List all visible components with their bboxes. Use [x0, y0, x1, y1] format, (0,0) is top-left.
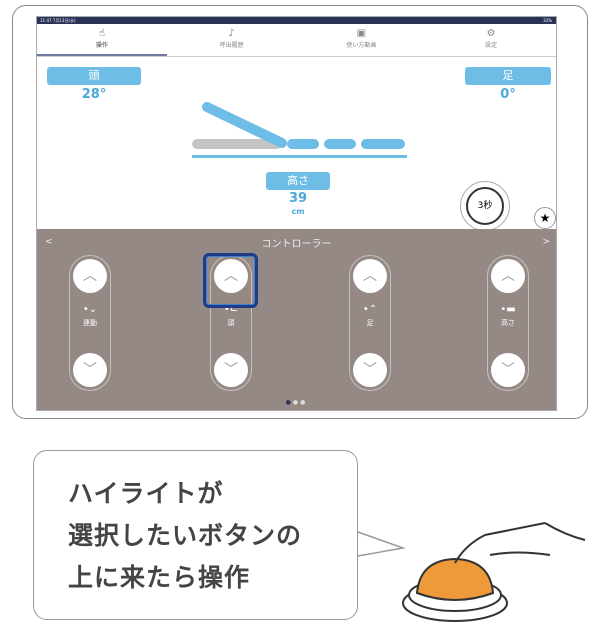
head-bed-icon: •∟ [223, 304, 239, 315]
head-label: 頭 [47, 67, 141, 85]
tab-videos[interactable]: ▣ 使い方動画 [297, 24, 427, 56]
height-bed-icon: •▬ [500, 304, 516, 315]
prev-page-button[interactable]: < [45, 237, 53, 247]
page-indicator: ●●● [285, 399, 308, 406]
control-group-foot: ︿ •⌃ 足 ﹀ [349, 255, 391, 391]
head-up-button[interactable]: ︿ [214, 259, 248, 293]
selection-highlight [203, 253, 258, 308]
height-label: 高さ [266, 172, 330, 190]
controller-title: コントローラー [261, 239, 332, 250]
height-unit: cm [291, 207, 305, 216]
bell-sound-icon: ♪ [228, 28, 235, 39]
group-label: 高さ [501, 319, 515, 327]
foot-label: 足 [465, 67, 551, 85]
tab-operation[interactable]: ☝ 操作 [37, 24, 167, 56]
foot-bed-icon: •⌃ [362, 304, 378, 315]
tab-settings[interactable]: ⚙ 設定 [426, 24, 556, 56]
linked-up-button[interactable]: ︿ [73, 259, 107, 293]
height-down-button[interactable]: ﹀ [491, 353, 525, 387]
foot-down-button[interactable]: ﹀ [353, 353, 387, 387]
battery: 33% [543, 18, 552, 23]
head-angle: 28° [81, 87, 107, 102]
linked-down-button[interactable]: ﹀ [73, 353, 107, 387]
control-group-height: ︿ •▬ 高さ ﹀ [487, 255, 529, 391]
gear-icon: ⚙ [486, 28, 496, 39]
hand-pointer-icon: ☝ [98, 28, 105, 39]
control-group-linked: ︿ •⌄ 連動 ﹀ [69, 255, 111, 391]
tab-label: 呼出履歴 [219, 42, 244, 49]
app-screen: 11:47 7月13日(水) 33% ☝ 操作 ♪ 呼出履歴 ▣ 使い方動画 ⚙ 設定 頭… [36, 16, 557, 411]
foot-angle: 0° [500, 87, 516, 102]
tab-call-history[interactable]: ♪ 呼出履歴 [167, 24, 297, 56]
tab-bar: ☝ 操作 ♪ 呼出履歴 ▣ 使い方動画 ⚙ 設定 [37, 24, 556, 57]
controller-panel: コントローラー < > ︿ •⌄ 連動 ﹀ ︿ •∟ 頭 ﹀ ︿ •⌃ 足 ﹀ ︿ •▬ 高さ ﹀ ●●… [37, 229, 556, 410]
switch-button-illustration [402, 522, 586, 622]
height-value: 39 [288, 191, 308, 206]
foot-up-button[interactable]: ︿ [353, 259, 387, 293]
head-down-button[interactable]: ﹀ [214, 353, 248, 387]
caption-line: 上に来たら操作 [68, 563, 251, 592]
speech-bubble: ハイライトが 選択したいボタンの 上に来たら操作 [33, 450, 358, 620]
control-group-head: ︿ •∟ 頭 ﹀ [210, 255, 252, 391]
tab-label: 操作 [95, 42, 108, 49]
group-label: 頭 [227, 319, 235, 327]
caption-line: 選択したいボタンの [68, 521, 303, 550]
height-up-button[interactable]: ︿ [491, 259, 525, 293]
caption-line: ハイライトが [68, 479, 224, 508]
status-bar: 11:47 7月13日(水) 33% [37, 17, 556, 24]
video-icon: ▣ [356, 28, 367, 39]
group-label: 足 [366, 319, 374, 327]
bubble-tail [357, 531, 406, 557]
bed-illustration [192, 102, 407, 158]
next-page-button[interactable]: > [542, 237, 550, 247]
group-label: 連動 [83, 319, 97, 327]
status-time: 11:47 7月13日(水) [40, 18, 76, 23]
favorite-star-icon[interactable]: ★ [534, 207, 556, 229]
tab-label: 使い方動画 [346, 42, 377, 49]
timer-button[interactable]: 3秒 [460, 181, 510, 231]
linked-bed-icon: •⌄ [82, 304, 98, 315]
timer-label: 3秒 [466, 187, 504, 225]
tab-label: 設定 [485, 42, 498, 49]
